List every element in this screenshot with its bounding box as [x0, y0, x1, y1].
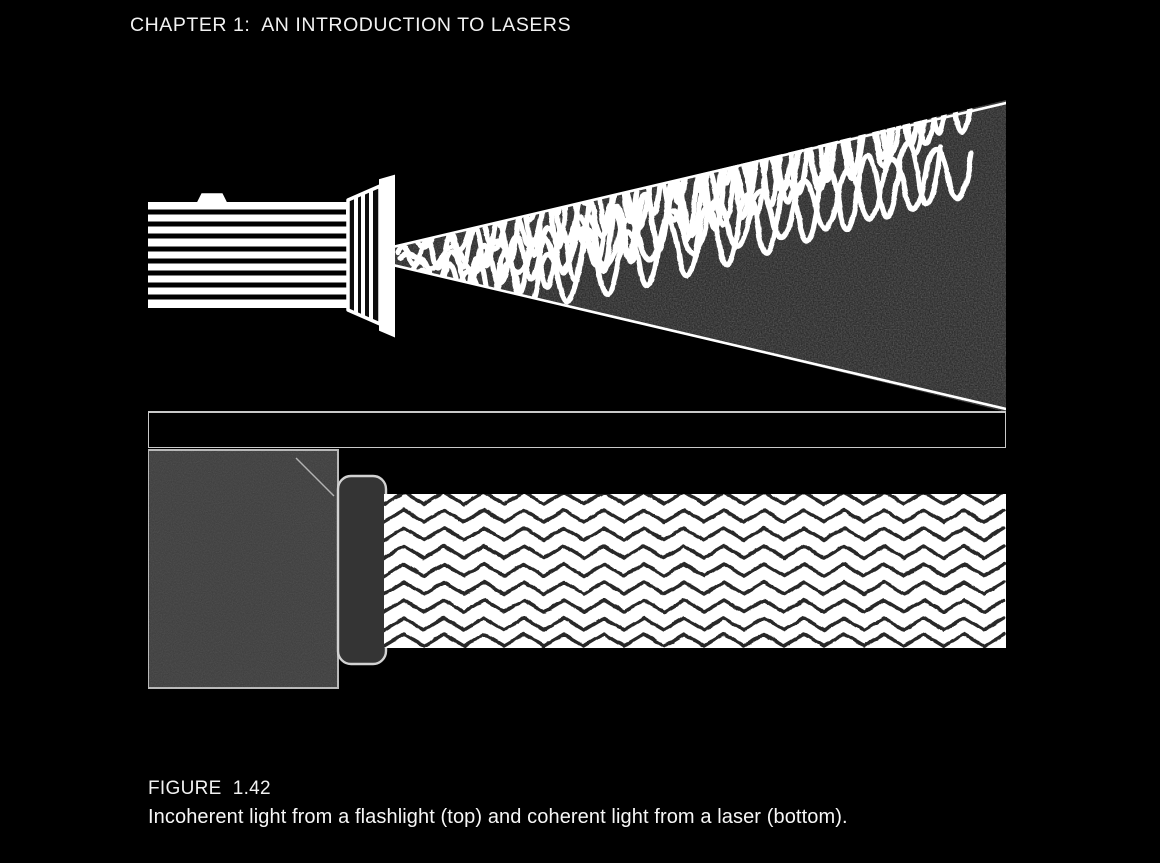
wave-train: [384, 562, 1006, 578]
cone-edge-rays: [378, 101, 1006, 411]
wave-train: [397, 139, 943, 314]
laser-body-scratch: [295, 457, 335, 497]
flashlight-barrel: [148, 202, 352, 308]
flashlight-switch-bump: [196, 193, 228, 203]
wave-train: [384, 544, 1006, 560]
laser-device-icon: [148, 449, 388, 689]
panel-coherent-laser: [148, 448, 1006, 724]
wave-train: [384, 598, 1006, 614]
figure-1-42: [148, 100, 1006, 724]
incoherent-light-illustration: [148, 100, 1006, 412]
wave-train: [395, 100, 977, 253]
wave-train: [384, 580, 1006, 596]
figure-caption-label: FIGURE 1.42: [148, 778, 271, 799]
laser-body-texture: [148, 450, 338, 688]
wave-train: [399, 100, 951, 303]
wave-train: [384, 508, 1006, 524]
chapter-running-head: CHAPTER 1: AN INTRODUCTION TO LASERS: [130, 14, 572, 36]
wave-train: [384, 616, 1006, 632]
coherent-wave-trains: [384, 494, 1006, 648]
wave-train: [384, 494, 1004, 506]
figure-caption: FIGURE 1.42 Incoherent light from a flas…: [148, 778, 1048, 829]
flashlight-icon: [148, 174, 395, 338]
laser-output-nozzle: [336, 474, 388, 666]
wave-train: [384, 526, 1006, 542]
panel-divider-upper: [148, 411, 1006, 413]
coherent-light-illustration: [148, 448, 1006, 724]
panel-divider-lower: [148, 447, 1006, 449]
flashlight-lens-rim: [379, 174, 395, 338]
flashlight-barrel-stripes: [148, 209, 351, 300]
wave-train: [384, 632, 1006, 648]
flashlight-reflector-ribs: [354, 190, 373, 320]
panel-incoherent-flashlight: [148, 100, 1006, 412]
figure-caption-text: Incoherent light from a flashlight (top)…: [148, 806, 848, 828]
